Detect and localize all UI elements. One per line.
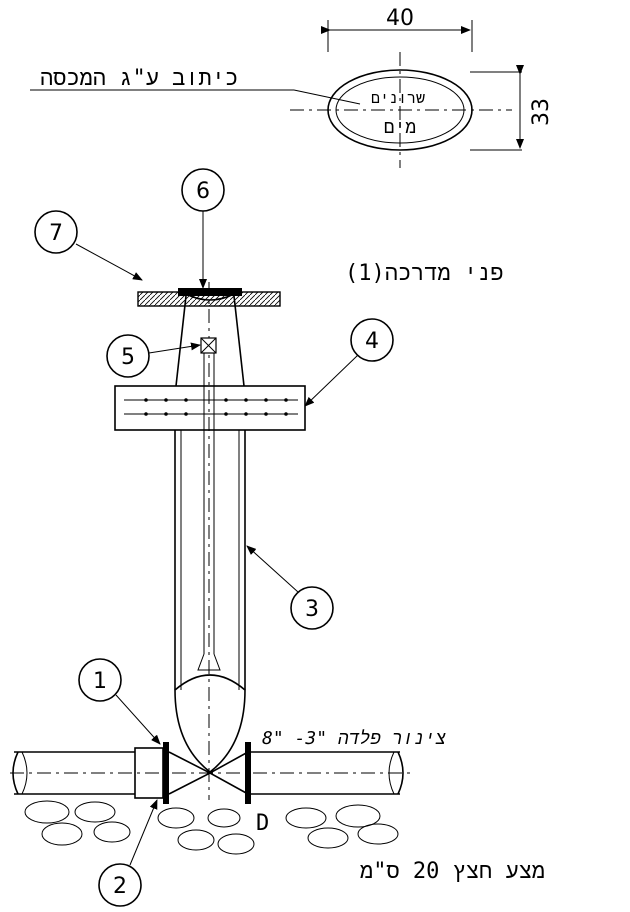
svg-text:7: 7 [49,221,63,246]
cover-bottom-text: מים [384,117,416,138]
pipe-label: צינור פלדה "3- "8 [262,728,446,749]
cover-top-text: שרונים [371,89,425,107]
svg-text:3: 3 [305,597,319,622]
callout-7: 7 [34,210,143,281]
svg-text:6: 6 [196,179,210,204]
pipeline: צינור פלדה "3- "8 D [10,728,446,836]
callout-6: 6 [181,168,225,289]
paving-label: פני מדרכה(1) [345,261,504,286]
svg-text:1: 1 [93,669,107,694]
valve-bonnet [174,674,246,774]
valve-letter: D [256,811,269,836]
callout-4: 4 [304,318,394,407]
svg-text:2: 2 [113,874,127,899]
support-collar [114,385,306,431]
callout-1: 1 [78,658,161,745]
gravel-label: מצע חצץ 20 ס"מ [360,859,545,884]
cover-caption: כיתוב ע"ג המכסה [40,66,238,91]
cover-height-dimension: 33 [529,98,554,126]
cover-detail: 40 33 שרונים מים כיתוב ע"ג המכסה [30,6,554,168]
cover-width-dimension: 40 [386,6,414,31]
gravel-bed [24,800,399,855]
collar-bolts [144,398,288,416]
callout-2: 2 [98,799,158,907]
svg-text:4: 4 [365,329,379,354]
callout-5: 5 [106,334,201,378]
chamber-assembly [114,282,306,800]
callout-3: 3 [246,545,334,630]
manhole-lid [178,288,242,296]
svg-text:5: 5 [121,345,135,370]
callouts: 1 2 3 4 5 6 7 [34,168,394,907]
